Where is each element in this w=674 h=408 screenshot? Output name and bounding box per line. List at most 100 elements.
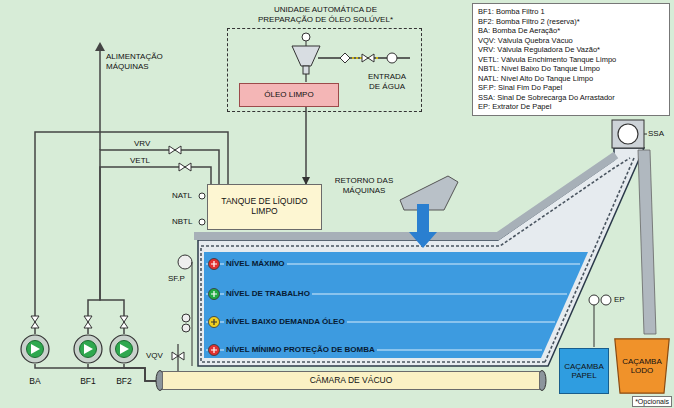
paper-roll <box>178 255 192 269</box>
box-text: TANQUE DE LÍQUIDO LIMPO <box>211 197 318 217</box>
extractor-symbol <box>589 295 599 305</box>
outlet-label: ALIMENTAÇÃO MÁQUINAS <box>106 52 176 72</box>
marker-cross <box>211 347 217 353</box>
legend-entry: SF.P: Sinal Fim Do Papel <box>478 83 664 93</box>
inlet-label: ENTRADA DE ÁGUA <box>362 72 412 92</box>
pump-symbol <box>387 53 397 63</box>
box-text: CAÇAMBA PAPEL <box>563 362 605 380</box>
pump-rotor <box>116 341 133 358</box>
legend-entry: NBTL: Nível Baixo Do Tanque Limpo <box>478 64 664 74</box>
filter-symbol <box>340 53 350 63</box>
legend-entry: BF1: Bomba Filtro 1 <box>478 7 664 17</box>
level-label: NÍVEL MÍNIMO PROTEÇÃO DE BOMBA <box>224 345 377 355</box>
level-label: NÍVEL BAIXO DEMANDA ÓLEO <box>224 317 347 327</box>
roller <box>182 314 190 322</box>
leader-line <box>594 305 595 347</box>
marker-cross <box>211 261 217 267</box>
pump-casing <box>74 335 102 363</box>
valve-label: VRV <box>134 139 150 149</box>
level-sensor <box>199 193 205 199</box>
pump-rotor <box>80 341 97 358</box>
valve-symbol <box>84 316 92 328</box>
pump-casing <box>110 335 138 363</box>
pump-label: BF1 <box>63 376 113 386</box>
pump-label: BA <box>10 376 60 386</box>
legend-entry: SSA: Sinal De Sobrecarga Do Arrastador <box>478 93 664 103</box>
marker-cross <box>211 319 217 325</box>
conveyor-wheel <box>618 124 638 144</box>
sludge-chute <box>638 150 656 334</box>
arrowhead <box>95 42 105 51</box>
valve-symbol <box>120 316 128 328</box>
valve-symbol <box>179 163 191 171</box>
legend-entry: VETL: Válvula Enchimento Tanque Limpo <box>478 55 664 65</box>
pump-symbol: BF1 <box>73 334 103 364</box>
sensor-label: NATL <box>172 191 192 201</box>
conveyor-housing <box>194 155 616 236</box>
pump-drawing <box>20 334 50 364</box>
legend-entry: VQV: Válvula Quebra Vácuo <box>478 36 664 46</box>
sensor-line <box>644 134 647 135</box>
legend-entry: EP: Extrator De Papel <box>478 102 664 112</box>
paper-strip <box>192 262 193 366</box>
valve-symbol <box>172 352 184 360</box>
vacuum-breaker-pipe <box>177 344 178 371</box>
note-label: *Opcionais <box>632 396 672 407</box>
level-marker <box>209 259 220 270</box>
pump-symbol: BA <box>20 334 50 364</box>
return-arrow <box>409 204 437 248</box>
preparation-unit: UNIDADE AUTOMÁTICA DE PREPARAÇÃO DE ÓLEO… <box>227 28 422 112</box>
return-label: RETORNO DAS MÁQUINAS <box>330 176 398 196</box>
conveyor-head <box>612 120 644 148</box>
pump-rotor <box>27 341 44 358</box>
hopper-outlet <box>303 66 309 74</box>
pump-label: BF2 <box>99 376 149 386</box>
feed-pipe <box>305 74 306 82</box>
sensor-label: SSA <box>648 129 664 139</box>
marker-cross <box>211 291 217 297</box>
legend-panel: BF1: Bomba Filtro 1BF2: Bomba Filtro 2 (… <box>472 3 670 116</box>
pump-arrow <box>84 344 93 354</box>
pipe-line <box>100 167 211 334</box>
box-text: ÓLEO LIMPO <box>264 90 313 99</box>
legend-entry: BA: Bomba De Aeração* <box>478 26 664 36</box>
valve-label: VQV <box>146 351 163 361</box>
level-sensor <box>199 219 205 225</box>
sensor-label: SF.P <box>168 274 185 284</box>
pump-arrow <box>31 344 40 354</box>
oil-tank: ÓLEO LIMPO <box>239 83 339 107</box>
level-marker <box>209 345 220 356</box>
liquid <box>204 252 588 358</box>
extractor-symbol <box>601 295 611 305</box>
roller <box>182 324 190 332</box>
supply-pipe <box>99 50 101 150</box>
level-marker <box>209 317 220 328</box>
valve-label: VETL <box>130 156 150 166</box>
vacuum-chamber: CÂMARA DE VÁCUO <box>162 371 540 390</box>
pump-arrow <box>120 344 129 354</box>
pump-casing <box>21 335 49 363</box>
box-text: CAÇAMBA LODO <box>617 357 667 375</box>
sludge-bin: CAÇAMBA LODO <box>614 338 670 394</box>
legend-entry: BF2: Bomba Filtro 2 (reserva)* <box>478 17 664 27</box>
motor-symbol <box>302 33 310 41</box>
clean-tank: TANQUE DE LÍQUIDO LIMPO <box>207 184 322 230</box>
sensor-label: NBTL <box>172 217 192 227</box>
pump-drawing <box>73 334 103 364</box>
legend-entry: NATL: Nível Alto Do Tanque Limpo <box>478 74 664 84</box>
conveyor-chain <box>201 158 634 362</box>
shaft-line <box>306 41 307 46</box>
valve-symbol <box>169 146 181 154</box>
pipe-line <box>305 107 307 184</box>
level-label: NÍVEL MÁXIMO <box>224 259 287 269</box>
pump-symbol: BF2 <box>109 334 139 364</box>
valve-symbol <box>362 54 374 62</box>
unit-heading: UNIDADE AUTOMÁTICA DE PREPARAÇÃO DE ÓLEO… <box>246 5 406 25</box>
pipe-line <box>35 364 162 381</box>
paper-bin: CAÇAMBA PAPEL <box>559 348 609 394</box>
valve-symbol <box>31 316 39 328</box>
level-marker <box>209 289 220 300</box>
legend-entry: VRV: Válvula Reguladora De Vazão* <box>478 45 664 55</box>
device-label: EP <box>614 295 625 305</box>
pump-drawing <box>109 334 139 364</box>
